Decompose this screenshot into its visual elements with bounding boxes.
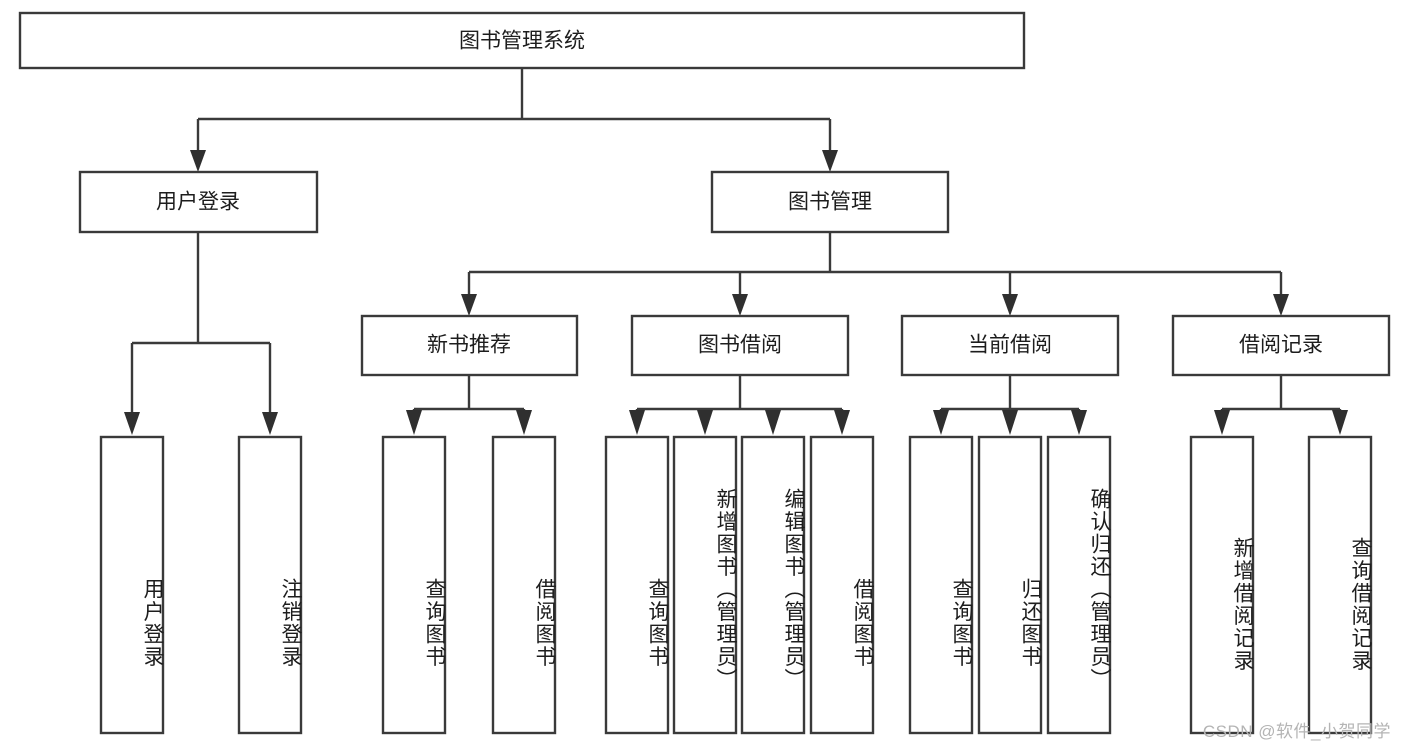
new-book-recommend-box[interactable]	[360, 314, 579, 377]
arrow-to-new-book-rec	[461, 294, 477, 316]
arrow-to-current-borrow	[1002, 294, 1018, 316]
new-book-recommend-label: 新书推荐	[427, 334, 511, 357]
root-box[interactable]	[18, 11, 1026, 70]
book-borrow-label: 图书借阅	[698, 334, 782, 357]
node-new-book-recommend[interactable]: 新书推荐	[360, 314, 579, 377]
leaf-box-add-book-admin[interactable]	[672, 435, 738, 735]
leaf-box-borrow-book[interactable]	[809, 435, 875, 735]
leaf-box-add-borrow-record[interactable]	[1189, 435, 1255, 735]
node-user-login[interactable]: 用户登录	[78, 170, 319, 234]
csdn-watermark: CSDN @软件_小贺同学	[1202, 722, 1391, 741]
connector-newbookrec-to-leaves	[406, 375, 532, 435]
borrow-record-label: 借阅记录	[1239, 334, 1323, 357]
leaf-box-query-borrow-record[interactable]	[1307, 435, 1373, 735]
node-book-borrow[interactable]: 图书借阅	[630, 314, 850, 377]
connector-userlogin-to-leaves	[124, 232, 278, 435]
book-manage-label: 图书管理	[788, 191, 872, 214]
node-current-borrow[interactable]: 当前借阅	[900, 314, 1120, 377]
leaf-box-query-book-rec[interactable]	[381, 435, 447, 735]
leaf-box-query-book-borrow[interactable]	[604, 435, 670, 735]
current-borrow-box[interactable]	[900, 314, 1120, 377]
connector-borrowrecord-to-leaves	[1214, 375, 1348, 435]
arrow-to-leaf-logout	[262, 412, 278, 435]
user-login-box[interactable]	[78, 170, 319, 234]
node-root[interactable]: 图书管理系统	[18, 11, 1026, 70]
leaf-box-edit-book-admin[interactable]	[740, 435, 806, 735]
root-label: 图书管理系统	[459, 30, 585, 53]
arrow-to-borrow-record	[1273, 294, 1289, 316]
connector-currentborrow-to-leaves	[933, 375, 1087, 435]
leaf-boxes[interactable]	[99, 435, 1373, 735]
leaf-box-borrow-book-rec[interactable]	[491, 435, 557, 735]
connector-bookborrow-to-leaves	[629, 375, 850, 435]
arrow-to-book-borrow	[732, 294, 748, 316]
arrow-to-user-login	[190, 150, 206, 172]
leaf-box-logout[interactable]	[237, 435, 303, 735]
arrow-to-book-manage	[822, 150, 838, 172]
connector-bookmanage-to-level3	[461, 232, 1289, 316]
node-book-manage[interactable]: 图书管理	[710, 170, 950, 234]
connector-root-to-level2	[190, 68, 838, 172]
leaf-box-confirm-return-admin[interactable]	[1046, 435, 1112, 735]
leaf-box-user-login[interactable]	[99, 435, 165, 735]
node-borrow-record[interactable]: 借阅记录	[1171, 314, 1391, 377]
user-login-label: 用户登录	[156, 191, 240, 214]
leaf-box-return-book[interactable]	[977, 435, 1043, 735]
current-borrow-label: 当前借阅	[968, 334, 1052, 357]
leaf-box-query-book-current[interactable]	[908, 435, 974, 735]
arrow-to-leaf-user-login	[124, 412, 140, 435]
